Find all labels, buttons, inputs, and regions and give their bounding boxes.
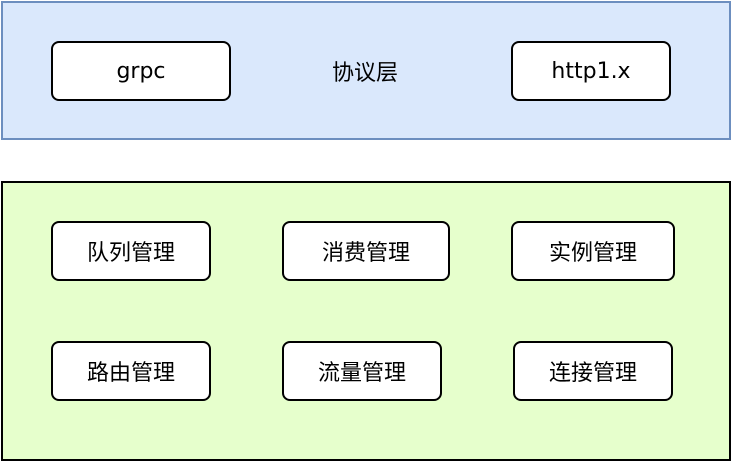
queue-management-box: 队列管理 (51, 221, 211, 281)
consumption-management-box: 消费管理 (282, 221, 450, 281)
routing-management-box: 路由管理 (51, 341, 211, 401)
grpc-box: grpc (51, 41, 231, 101)
http1x-box: http1.x (511, 41, 671, 101)
connection-management-box: 连接管理 (513, 341, 673, 401)
protocol-layer-label: 协议层 (331, 61, 398, 86)
traffic-management-box: 流量管理 (282, 341, 442, 401)
instance-management-box: 实例管理 (511, 221, 675, 281)
